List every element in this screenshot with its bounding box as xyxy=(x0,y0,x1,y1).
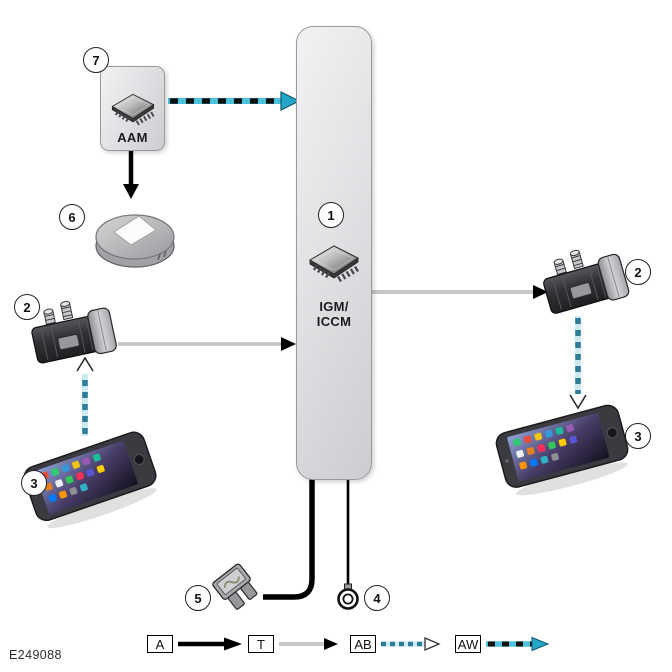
igm-label-line1: IGM/ xyxy=(319,299,349,314)
legend-arrow-solid-black xyxy=(178,637,242,651)
legend-item-t: T xyxy=(248,635,341,653)
speaker-icon xyxy=(95,214,175,268)
smartphone-icon xyxy=(495,404,629,496)
callout-phone-right: 3 xyxy=(625,423,651,449)
legend-arrow-teal-dashed xyxy=(486,636,550,652)
figure-id: E249088 xyxy=(9,648,62,662)
callout-phone-left: 3 xyxy=(21,470,47,496)
igm-iccm-module: IGM/ ICCM xyxy=(296,26,372,480)
arrow-aam-to-speaker xyxy=(123,145,139,199)
callout-antenna-right: 2 xyxy=(625,259,651,285)
aam-label: AAM xyxy=(117,130,148,145)
microchip-icon xyxy=(110,93,155,126)
microchip-icon xyxy=(309,245,359,283)
arrow-igm-to-antenna-right xyxy=(371,285,548,299)
wire-igm-to-fuse xyxy=(263,476,315,600)
legend-item-ab: AB xyxy=(350,635,441,653)
ring-terminal-icon xyxy=(337,583,359,610)
antenna-module-icon xyxy=(31,300,117,364)
fuse-icon xyxy=(212,563,258,610)
legend-code-aw: AW xyxy=(455,635,481,653)
arrow-aam-to-igm-aw xyxy=(168,91,301,111)
legend-code-ab: AB xyxy=(350,635,376,653)
callout-aam: 7 xyxy=(83,47,109,73)
legend-item-aw: AW xyxy=(455,635,552,653)
legend-code-t: T xyxy=(248,635,274,653)
callout-speaker: 6 xyxy=(59,204,85,230)
smartphone-icon xyxy=(23,431,157,529)
callout-ring-terminal: 4 xyxy=(364,585,390,611)
callout-fuse: 5 xyxy=(185,585,211,611)
antenna-module-icon xyxy=(543,249,630,314)
igm-label-line2: ICCM xyxy=(316,314,352,329)
legend-code-a: A xyxy=(147,635,173,653)
callout-igm: 1 xyxy=(318,202,344,228)
igm-iccm-label: IGM/ ICCM xyxy=(297,299,371,329)
arrow-antenna-right-to-phone-right xyxy=(569,316,587,410)
arrow-antenna-left-to-igm xyxy=(118,337,296,351)
legend-arrow-gray xyxy=(279,638,338,650)
legend-arrow-dashed-open xyxy=(381,637,441,651)
callout-antenna-left: 2 xyxy=(14,294,40,320)
legend-item-a: A xyxy=(147,635,244,653)
aam-module: AAM xyxy=(100,66,165,151)
